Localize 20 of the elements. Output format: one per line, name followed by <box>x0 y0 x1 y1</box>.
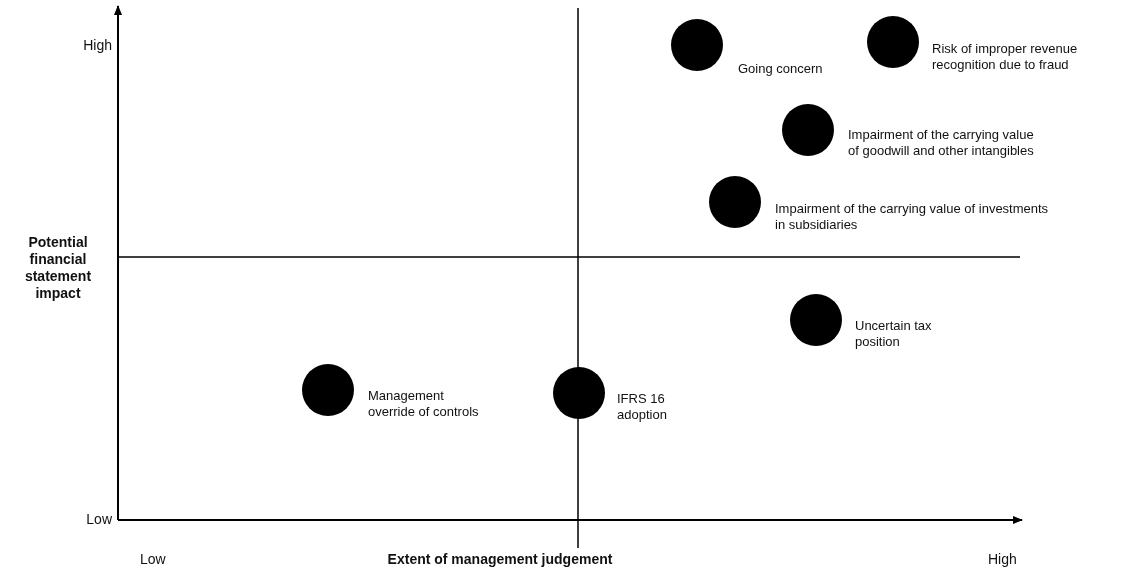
axis-label: Extent of management judgement <box>386 551 614 568</box>
risk-dot <box>553 367 605 419</box>
risk-dot <box>709 176 761 228</box>
risk-label: Impairment of the carrying value of investments in subsidiaries <box>775 201 1050 233</box>
risk-dot <box>302 364 354 416</box>
risk-dot <box>867 16 919 68</box>
risk-label: Uncertain tax position <box>855 318 933 350</box>
risk-dot <box>782 104 834 156</box>
risk-label: Management override of controls <box>368 388 480 420</box>
axis-label: Low <box>140 551 166 568</box>
risk-label: Impairment of the carrying value of goodwill and other intangibles <box>848 127 1035 159</box>
risk-label: Going concern <box>738 61 824 77</box>
axis-label: High <box>82 37 112 54</box>
risk-label: IFRS 16 adoption <box>617 391 668 423</box>
risk-dot <box>790 294 842 346</box>
risk-dot <box>671 19 723 71</box>
axis-label: Low <box>85 511 112 528</box>
risk-label: Risk of improper revenue recognition due to fraud <box>932 41 1079 73</box>
axis-label: Potential financial statement impact <box>23 234 93 302</box>
axis-label: High <box>988 551 1017 568</box>
